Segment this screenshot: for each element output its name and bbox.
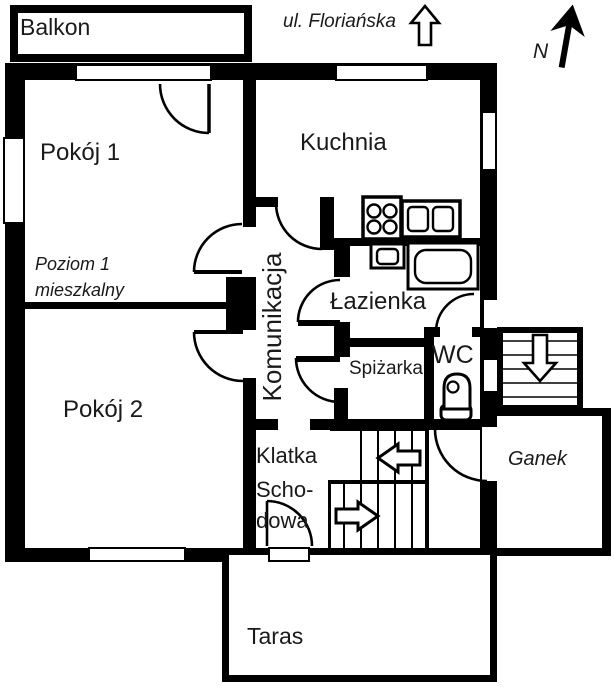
exterior-stairs-outline <box>497 327 583 411</box>
toilet-icon <box>439 372 473 422</box>
room-label-pokoj2: Pokój 2 <box>63 396 144 423</box>
level-annotation-line1: Poziom 1 <box>35 254 111 274</box>
sink-icon <box>400 199 462 239</box>
window-room2-bottom <box>88 547 186 562</box>
wall-bath-pantry-divider <box>348 338 427 347</box>
window-bath-right <box>484 300 497 328</box>
stairs-top-line <box>330 428 426 431</box>
room-label-klatka-2: Scho- <box>256 477 314 502</box>
terrace-outline <box>222 548 497 682</box>
stairs-mid-line <box>328 480 428 484</box>
level-annotation-line2: mieszkalny <box>35 280 125 300</box>
street-direction-arrow-icon <box>408 3 442 47</box>
stair-step <box>360 430 362 482</box>
bathtub-icon <box>406 241 480 291</box>
wall-wc-north-west <box>424 327 440 337</box>
room-label-klatka-1: Klatka <box>256 443 318 468</box>
wall-bath-west-pier2 <box>334 322 350 357</box>
wall-wc-west <box>424 337 434 425</box>
room-label-klatka-3: dowa <box>256 508 309 533</box>
stair-step <box>377 484 379 548</box>
stair-step <box>394 484 396 548</box>
window-kitchen-right <box>481 111 497 171</box>
wall-porch-right <box>602 408 611 556</box>
door-arc-wc <box>434 292 475 333</box>
wall-room-divider <box>10 302 228 309</box>
window-room1-left <box>3 137 25 224</box>
window-kitchen <box>335 64 428 81</box>
north-label: N <box>533 40 549 63</box>
room-label-kuchnia: Kuchnia <box>300 129 387 156</box>
wall-pantry-wc-south <box>310 419 483 430</box>
stair-step <box>411 430 413 482</box>
stair-step <box>343 484 345 548</box>
room-label-pokoj1: Pokój 1 <box>40 139 121 166</box>
washbasin-icon <box>369 242 406 270</box>
room-label-balkon: Balkon <box>20 14 91 40</box>
room-label-komunikacja: Komunikacja <box>257 252 287 402</box>
wall-corridor-west-top <box>243 80 256 227</box>
room-label-lazienka: Łazienka <box>330 288 427 315</box>
stairs-right-line <box>425 428 429 548</box>
stair-step <box>377 430 379 482</box>
wall-corridor-west-bottom <box>243 378 256 548</box>
wall-kitchen-stub <box>256 197 278 207</box>
wall-kitchen-door-jamb <box>320 197 334 250</box>
north-arrow-icon <box>550 4 585 69</box>
door-arc-room1 <box>192 222 243 274</box>
window-balcony-door <box>75 64 212 81</box>
wall-porch-top <box>497 408 610 416</box>
stairs-upper-arrow-icon <box>375 441 422 475</box>
stair-step <box>411 484 413 548</box>
door-arc-room2 <box>192 330 244 383</box>
door-porch-opening <box>482 427 497 481</box>
wall-room-divider-block <box>226 277 256 330</box>
room-label-spizarka: Spiżarka <box>349 358 423 379</box>
wall-corridor-south-stub <box>243 419 278 430</box>
street-label: ul. Floriańska <box>283 11 396 32</box>
window-wc-right <box>484 360 497 391</box>
wall-bath-west-pier1 <box>334 243 350 277</box>
stair-step <box>394 430 396 482</box>
wall-wc-north-east <box>472 327 497 337</box>
wall-porch-bottom <box>490 548 611 556</box>
door-arc-balcony <box>158 83 211 135</box>
room-label-ganek: Ganek <box>508 448 567 470</box>
wall-kitchen-south <box>334 238 480 246</box>
balcony-outline <box>10 5 252 62</box>
door-terrace <box>268 547 310 562</box>
stairs-left-line <box>328 480 331 548</box>
room-label-taras: Taras <box>247 623 304 649</box>
stove-icon <box>361 195 403 241</box>
stair-step <box>360 484 362 548</box>
room-label-wc: WC <box>432 341 474 369</box>
